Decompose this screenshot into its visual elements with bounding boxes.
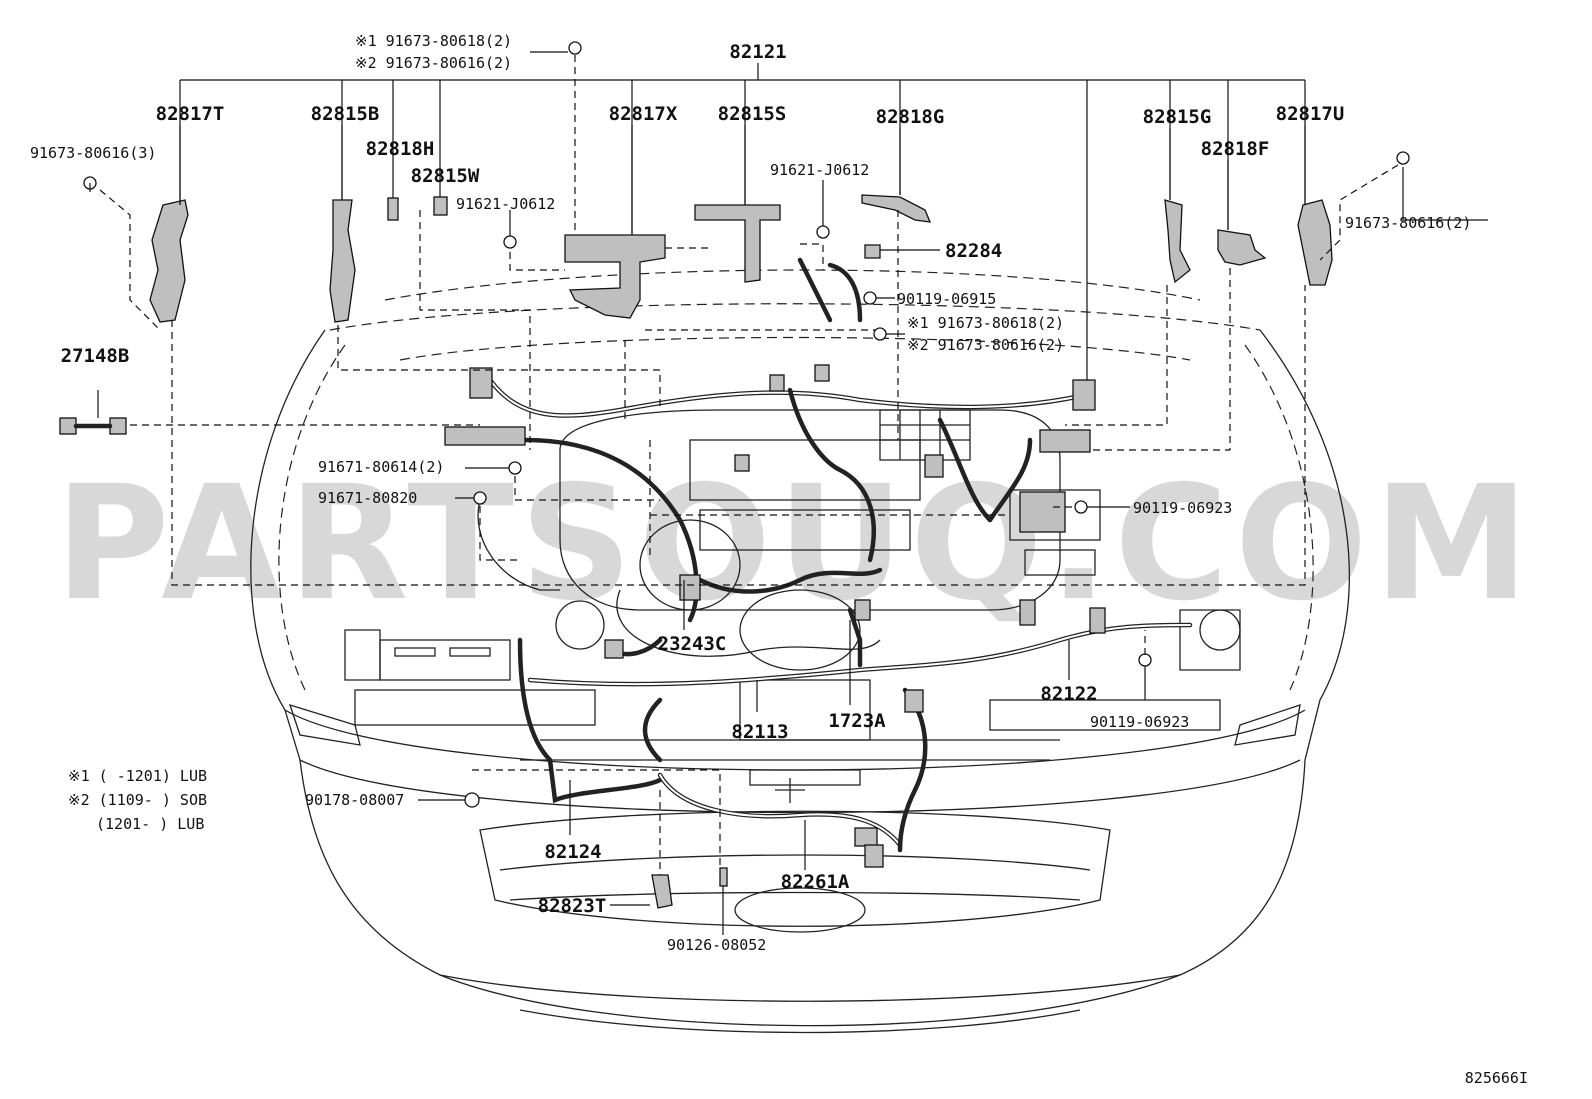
bolt-icon <box>873 327 887 341</box>
fastener-91671-80614: 91671-80614(2) <box>318 458 444 476</box>
label-82284: 82284 <box>945 240 1002 262</box>
fastener-90119-06923-b: 90119-06923 <box>1090 713 1189 731</box>
label-82815G: 82815G <box>1143 106 1212 128</box>
fastener-90119-06915: 90119-06915 <box>897 290 996 308</box>
label-82122: 82122 <box>1040 683 1097 705</box>
fastener-right-bolt: 91673-80616(2) <box>1345 214 1471 232</box>
figure-id: 825666I <box>1465 1069 1528 1087</box>
clip-82818G <box>861 194 932 223</box>
note-3: (1201- ) LUB <box>96 815 204 833</box>
dashed-guides <box>99 55 1399 875</box>
label-82817T: 82817T <box>156 103 225 125</box>
part-labels: 82121 82817T 82815B 82818H 82815W 82817X… <box>61 41 1345 917</box>
label-82823T: 82823T <box>538 895 607 917</box>
harness-connectors <box>444 364 1106 868</box>
label-82818G: 82818G <box>876 106 945 128</box>
fastener-left-bolt: 91673-80616(3) <box>30 144 156 162</box>
label-82113: 82113 <box>731 721 788 743</box>
fastener-90178-08007: 90178-08007 <box>305 791 404 809</box>
fastener-labels: ※1 91673-80618(2) ※2 91673-80616(2) 9167… <box>30 32 1471 954</box>
clip-82284 <box>864 244 881 259</box>
bolt-icon <box>503 235 517 249</box>
bolt-icon <box>1396 151 1410 165</box>
label-1723A: 1723A <box>828 710 886 732</box>
clip-82818H <box>387 197 399 221</box>
bolt-icon <box>508 461 522 475</box>
clip-82815W <box>433 196 448 216</box>
vehicle-outline <box>250 269 1351 1034</box>
label-82815S: 82815S <box>718 103 787 125</box>
bolt-icon <box>473 491 487 505</box>
label-82121: 82121 <box>729 41 786 63</box>
fastener-91671-80820: 91671-80820 <box>318 489 417 507</box>
cover-82815B <box>329 199 356 323</box>
brackets <box>59 194 1333 909</box>
fastener-top-alt1: ※1 91673-80618(2) <box>355 32 512 50</box>
bracket-82817X <box>564 234 666 319</box>
label-82124: 82124 <box>544 841 601 863</box>
bolt-icon <box>816 225 830 239</box>
label-82817X: 82817X <box>609 103 678 125</box>
watermark: PARTSOUQ.COM <box>55 452 1535 636</box>
label-82818H: 82818H <box>366 138 435 160</box>
fastener-91621-mid: 91621-J0612 <box>770 161 869 179</box>
label-82261A: 82261A <box>781 871 850 893</box>
label-82815W: 82815W <box>411 165 480 187</box>
leader-lines <box>89 51 1488 935</box>
bracket-82817U <box>1297 199 1333 286</box>
fastener-mid-alt1: ※1 91673-80618(2) <box>907 314 1064 332</box>
label-82818F: 82818F <box>1201 138 1270 160</box>
note-2: ※2 (1109- ) SOB <box>68 791 207 809</box>
clip-90126-08052 <box>719 867 728 887</box>
bolt-icon <box>1074 500 1088 514</box>
label-27148B: 27148B <box>61 345 130 367</box>
harness-27148B <box>59 417 127 435</box>
note-1: ※1 ( -1201) LUB <box>68 767 207 785</box>
fastener-top-alt2: ※2 91673-80616(2) <box>355 54 512 72</box>
bolt-icon <box>568 41 582 55</box>
bolt-icon <box>863 291 877 305</box>
bolt-icon <box>464 792 480 808</box>
label-82815B: 82815B <box>311 103 380 125</box>
cover-82815G <box>1164 199 1191 284</box>
clip-82818F <box>1217 229 1267 266</box>
fastener-91621-left: 91621-J0612 <box>456 195 555 213</box>
fastener-mid-alt2: ※2 91673-80616(2) <box>907 336 1064 354</box>
label-82817U: 82817U <box>1276 103 1345 125</box>
bolt-icon <box>1138 653 1152 667</box>
clip-82823T <box>651 874 673 909</box>
cover-82815S <box>694 204 781 283</box>
fastener-90119-06923-a: 90119-06923 <box>1133 499 1232 517</box>
label-23243C: 23243C <box>658 633 727 655</box>
bracket-82817T <box>149 199 189 323</box>
fastener-90126-08052: 90126-08052 <box>667 936 766 954</box>
legend-notes: ※1 ( -1201) LUB ※2 (1109- ) SOB (1201- )… <box>68 767 207 833</box>
